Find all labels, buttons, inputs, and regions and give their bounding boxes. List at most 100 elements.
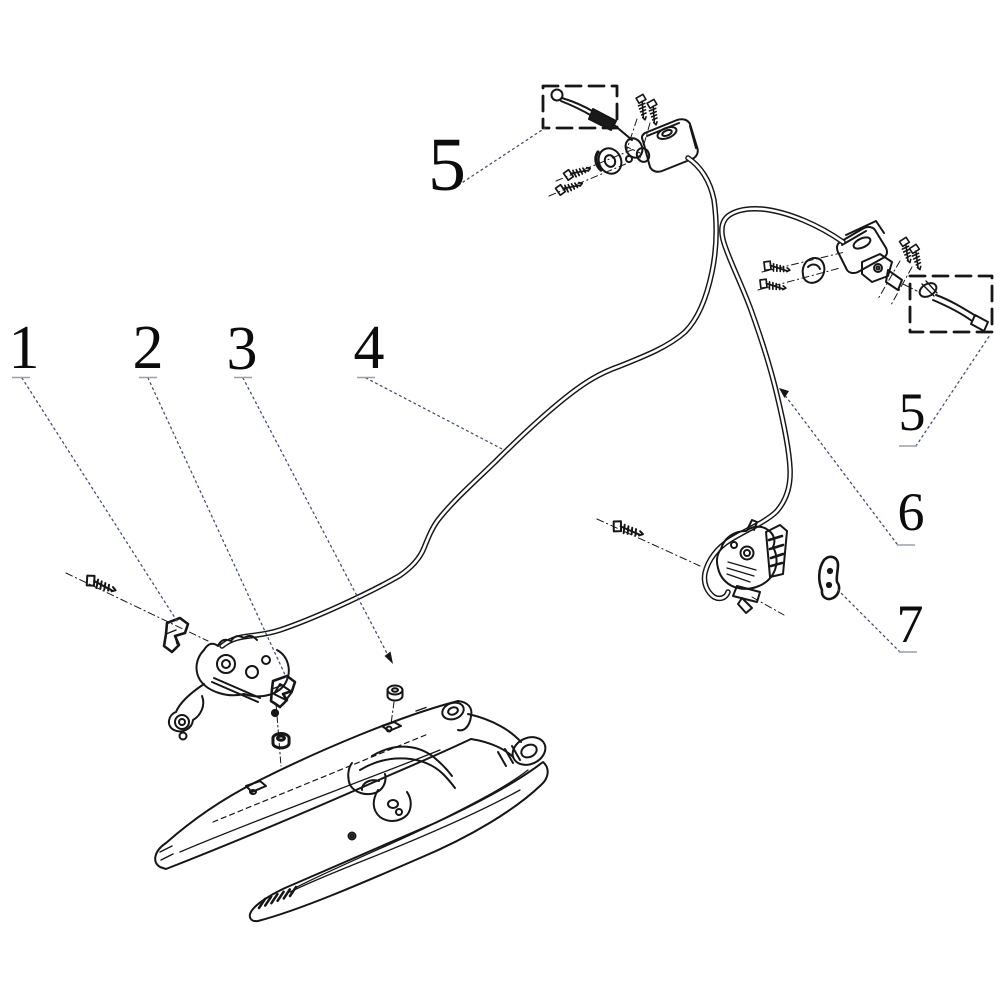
actuator-arm [168,683,205,733]
screw-axis [625,118,638,153]
rear-caliper-assembly [596,518,788,616]
front-brake-lever-assembly [548,88,699,197]
leader-line-1 [21,377,178,622]
port [261,655,271,665]
pad-fins [767,534,785,568]
master-cylinder-body [835,225,888,275]
clamp-folds [271,684,286,700]
port [245,665,259,679]
front-brake-hose [219,155,719,649]
bleed-port [730,541,738,549]
reservoir-edge [841,230,867,246]
front-master-cylinder-assembly [65,572,293,741]
screw-icon [908,243,927,272]
grommet-body [386,689,404,702]
screw-icon [610,518,646,540]
callout-2-label: 2 [133,314,164,382]
beam-notch [415,706,427,712]
caliper-piston-inner [743,549,751,557]
callout-4-label: 4 [354,314,385,382]
dashed-box-left-lever [541,84,619,130]
reservoir-cap [656,126,678,140]
pivot-bolt [625,155,633,163]
leader-line-2 [147,377,288,680]
clamp-inner [807,263,821,270]
fastener-axis [390,701,395,725]
hose-grommet-part-3 [386,684,404,725]
arm-bolt [347,831,357,841]
screw-axis [890,266,913,306]
adjuster-threads [921,280,938,297]
left-beam-eye [441,701,465,721]
left-tip-detail [159,845,174,861]
screw-axis [65,572,209,642]
bracket-outline [817,555,841,601]
chain-slider-stripes [257,885,298,910]
pivot-hole [873,263,883,273]
handlebar-clamp-bore [603,154,617,168]
screw-icon [645,98,663,127]
hose-inner [703,207,845,600]
screw-axis [757,267,841,291]
rear-brake-hose [701,206,846,602]
caliper-mount [732,585,761,603]
callout-5-right-label: 5 [899,382,926,442]
screw-icon [562,161,593,182]
hose-clip-part-1 [162,616,190,654]
body-outline [195,649,290,698]
bore-inner [221,659,231,669]
clamp-edge [594,150,603,172]
lever-ball-end [550,88,564,102]
brace-arch [371,745,453,777]
callout-1-label: 1 [9,314,40,382]
brace-left-box [347,762,387,796]
fastener-axis [275,702,282,767]
lever-blade [561,97,595,113]
callout-3-label: 3 [227,315,258,383]
hose-clamp-part-2 [269,674,297,767]
brake-pad-stack [765,524,788,578]
bleed-nipple [747,519,758,531]
leader-line-5-right [915,334,991,447]
caliper-ribs [726,561,757,583]
screw-axis [761,251,846,273]
assembly-axis [624,145,641,154]
brace-arc-hole [360,779,380,791]
reservoir-top [845,220,885,236]
lever-grip [588,108,617,131]
reservoir-cap-inner [661,129,673,137]
lever-stub [885,269,903,291]
clevis-eye-inner [178,718,186,726]
caliper-lug [737,597,753,614]
hose-outer [219,155,719,649]
leader-line-7 [837,589,901,653]
leader-line-3 [242,377,391,660]
swingarm [154,700,549,923]
pivot-eye-inner [520,743,538,759]
clevis-eye [174,714,190,730]
clip-folds [165,629,178,645]
right-arm-inner-wall [289,789,521,893]
caliper-body [716,525,778,590]
screw-icon [634,93,652,122]
hose-inner [220,156,718,648]
grommet-top [386,684,404,696]
pivot-hatch [497,745,521,767]
lever-link [612,123,633,141]
screw-axis [555,148,635,182]
screw-axis [548,162,629,197]
lever-pivot-inner [635,147,651,163]
leader-line-5-left [453,127,546,189]
leader-line-6 [780,389,898,545]
brace-bracket-hole [387,799,399,809]
caliper-piston [739,545,755,561]
pivot-neck [467,713,522,758]
left-beam-eye-inner [447,706,459,716]
push-rod [211,677,261,703]
callout-6-label: 6 [898,482,925,542]
arm-bolt [395,808,403,816]
assembly-axis [902,283,918,292]
nut-icon [271,732,291,750]
